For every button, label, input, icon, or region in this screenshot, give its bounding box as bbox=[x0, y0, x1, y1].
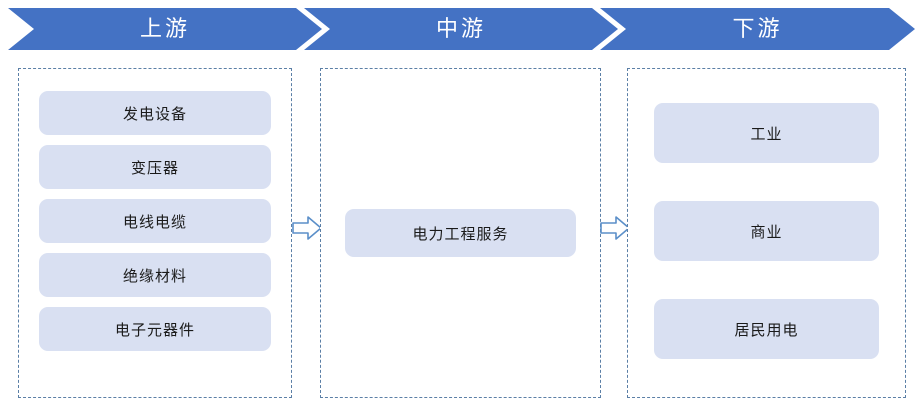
banner-label-upstream: 上游 bbox=[139, 15, 190, 41]
banner-chevron-downstream[interactable]: 下游 bbox=[600, 8, 915, 50]
item-box[interactable]: 电线电缆 bbox=[39, 199, 271, 243]
banner-chevron-upstream[interactable]: 上游 bbox=[8, 8, 322, 50]
item-box[interactable]: 发电设备 bbox=[39, 91, 271, 135]
item-box[interactable]: 电力工程服务 bbox=[345, 209, 576, 257]
banner-label-downstream: 下游 bbox=[732, 15, 783, 41]
item-box[interactable]: 居民用电 bbox=[654, 299, 879, 359]
banner-chevron-midstream[interactable]: 中游 bbox=[304, 8, 618, 50]
panel-upstream: 发电设备 变压器 电线电缆 绝缘材料 电子元器件 bbox=[18, 68, 292, 398]
item-box[interactable]: 变压器 bbox=[39, 145, 271, 189]
panel-upstream-items: 发电设备 变压器 电线电缆 绝缘材料 电子元器件 bbox=[19, 69, 291, 397]
upstream-to-midstream-arrow-icon bbox=[290, 210, 326, 246]
item-box[interactable]: 绝缘材料 bbox=[39, 253, 271, 297]
item-box[interactable]: 工业 bbox=[654, 103, 879, 163]
panel-midstream-items: 电力工程服务 bbox=[321, 69, 600, 397]
panel-midstream: 电力工程服务 bbox=[320, 68, 601, 398]
panel-downstream-items: 工业 商业 居民用电 bbox=[628, 69, 905, 397]
item-box[interactable]: 电子元器件 bbox=[39, 307, 271, 351]
midstream-to-downstream-arrow-icon bbox=[598, 210, 634, 246]
panel-downstream: 工业 商业 居民用电 bbox=[627, 68, 906, 398]
banner-label-midstream: 中游 bbox=[435, 15, 486, 41]
item-box[interactable]: 商业 bbox=[654, 201, 879, 261]
stage-banner-bar: 上游 中游 下游 bbox=[0, 0, 923, 58]
